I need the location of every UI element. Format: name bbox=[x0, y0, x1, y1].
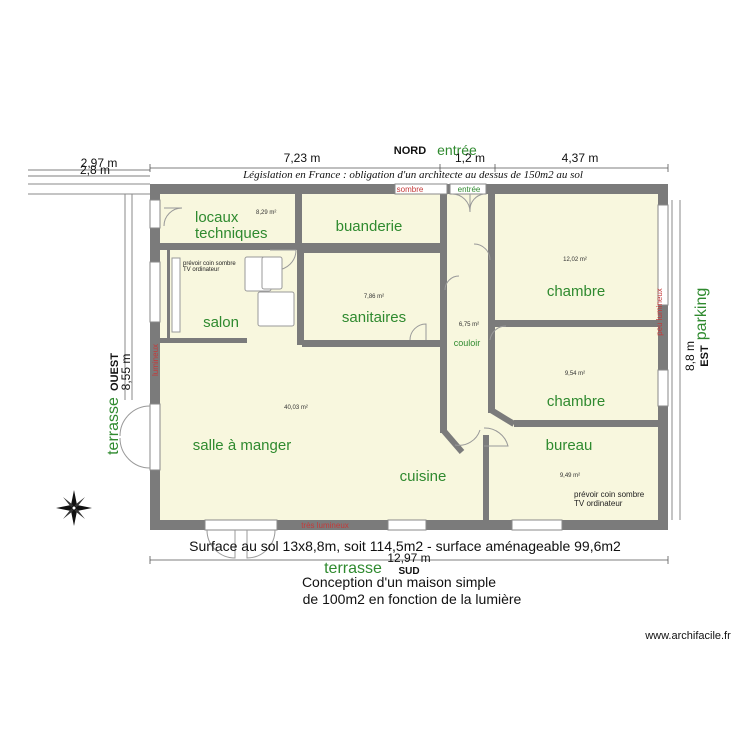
salon-note-1: prévoir coin sombre bbox=[183, 261, 236, 267]
window-chambre2 bbox=[657, 369, 669, 407]
salon-note-2: TV ordinateur bbox=[183, 267, 219, 273]
title-line-1: Conception d'un maison simple bbox=[302, 574, 496, 590]
wall-couloir-west bbox=[440, 193, 447, 433]
room-sanitaires-label: sanitaires bbox=[342, 309, 406, 326]
wall-locaux-buanderie bbox=[295, 193, 302, 243]
watermark: www.archifacile.fr bbox=[644, 630, 731, 642]
room-couloir-label: couloir bbox=[454, 338, 481, 348]
label-sud: SUD bbox=[398, 566, 419, 577]
window-cuisine bbox=[387, 519, 427, 531]
interior-walls bbox=[159, 193, 658, 520]
surface-summary: Surface au sol 13x8,8m, soit 114,5m2 - s… bbox=[189, 538, 621, 554]
room-salon-label: salon bbox=[203, 314, 239, 331]
label-peu-lumineux: peu lumineux bbox=[655, 288, 664, 336]
bureau-note-2: TV ordinateur bbox=[574, 499, 623, 508]
label-nord: NORD bbox=[394, 145, 426, 157]
door-entree bbox=[449, 183, 487, 195]
compass-icon bbox=[56, 490, 92, 526]
label-tres-lumineux: très lumineux bbox=[301, 521, 349, 530]
wall-cuisine-bureau bbox=[483, 435, 489, 520]
window-sombre bbox=[394, 183, 448, 195]
tv-unit bbox=[171, 257, 181, 333]
room-chambre1-area: 12,02 m² bbox=[563, 257, 587, 263]
bureau-note-1: prévoir coin sombre bbox=[574, 490, 645, 499]
salon-inner-line bbox=[167, 250, 170, 338]
label-lumineux: lumineux bbox=[151, 344, 160, 376]
room-bureau-area: 9,49 m² bbox=[560, 473, 580, 479]
wall-locaux-salon bbox=[159, 243, 444, 250]
legislation-note: Législation en France : obligation d'un … bbox=[242, 169, 583, 181]
room-chambre2-area: 9,54 m² bbox=[565, 371, 585, 377]
sofa bbox=[257, 291, 295, 327]
openings bbox=[149, 183, 669, 531]
angled-walls bbox=[440, 407, 516, 454]
wall-salon-sanitaires bbox=[297, 250, 304, 345]
door-terrasse-sud bbox=[204, 519, 278, 531]
east-wall bbox=[658, 184, 668, 530]
room-salle-area: 40,03 m² bbox=[284, 405, 308, 411]
label-ouest: OUEST bbox=[109, 353, 121, 391]
dimension-lines bbox=[28, 164, 669, 564]
room-chambre1-label: chambre bbox=[547, 283, 605, 300]
window-bureau bbox=[511, 519, 563, 531]
label-est: EST bbox=[699, 345, 711, 367]
label-entree-door: entrée bbox=[458, 185, 481, 194]
room-couloir-area: 6,75 m² bbox=[459, 322, 479, 328]
window-locaux bbox=[149, 199, 161, 229]
label-parking: parking bbox=[693, 288, 710, 340]
room-locaux-area: 8,29 m² bbox=[256, 210, 276, 216]
room-cuisine-label: cuisine bbox=[400, 468, 447, 485]
door-terrasse bbox=[149, 403, 161, 471]
dim-east: 8,8 m bbox=[683, 341, 697, 371]
armchair-2 bbox=[261, 256, 283, 290]
title-line-2: de 100m2 en fonction de la lumière bbox=[303, 591, 522, 607]
room-locaux-label-1: locaux bbox=[195, 209, 239, 226]
room-buanderie-label: buanderie bbox=[336, 218, 403, 235]
dim-top-left-1: 2,97 m bbox=[81, 156, 118, 170]
dim-bottom: 12,97 m bbox=[387, 551, 430, 565]
room-locaux-label-2: techniques bbox=[195, 225, 268, 242]
wall-chambre-bureau bbox=[514, 420, 658, 427]
salon-furniture bbox=[171, 256, 295, 333]
dim-top-c: 4,37 m bbox=[562, 151, 599, 165]
wall-chambres bbox=[495, 320, 658, 327]
room-salle-label: salle à manger bbox=[193, 437, 291, 454]
room-chambre2-label: chambre bbox=[547, 393, 605, 410]
room-bureau-label: bureau bbox=[546, 437, 593, 454]
label-terrasse-ouest: terrasse bbox=[105, 397, 122, 455]
window-salon bbox=[149, 261, 161, 323]
wall-sanitaires-salle bbox=[302, 340, 446, 347]
wall-salon-partial bbox=[159, 338, 247, 343]
exterior-lines bbox=[28, 183, 681, 520]
door-swings bbox=[119, 193, 509, 559]
label-sombre: sombre bbox=[397, 185, 424, 194]
dim-west: 8,55 m bbox=[119, 354, 133, 391]
room-sanitaires-area: 7,86 m² bbox=[364, 294, 384, 300]
dim-top-b: 1,2 m bbox=[455, 151, 485, 165]
wall-buanderie-sanitaires bbox=[302, 248, 444, 253]
wall-couloir-east bbox=[488, 193, 495, 413]
dim-top-a: 7,23 m bbox=[284, 151, 321, 165]
label-entree: entrée bbox=[437, 142, 477, 158]
label-terrasse-sud: terrasse bbox=[324, 560, 382, 577]
window-chambre1 bbox=[657, 204, 669, 306]
dim-top-left-2: 2,8 m bbox=[80, 163, 110, 177]
west-wall bbox=[150, 184, 160, 530]
